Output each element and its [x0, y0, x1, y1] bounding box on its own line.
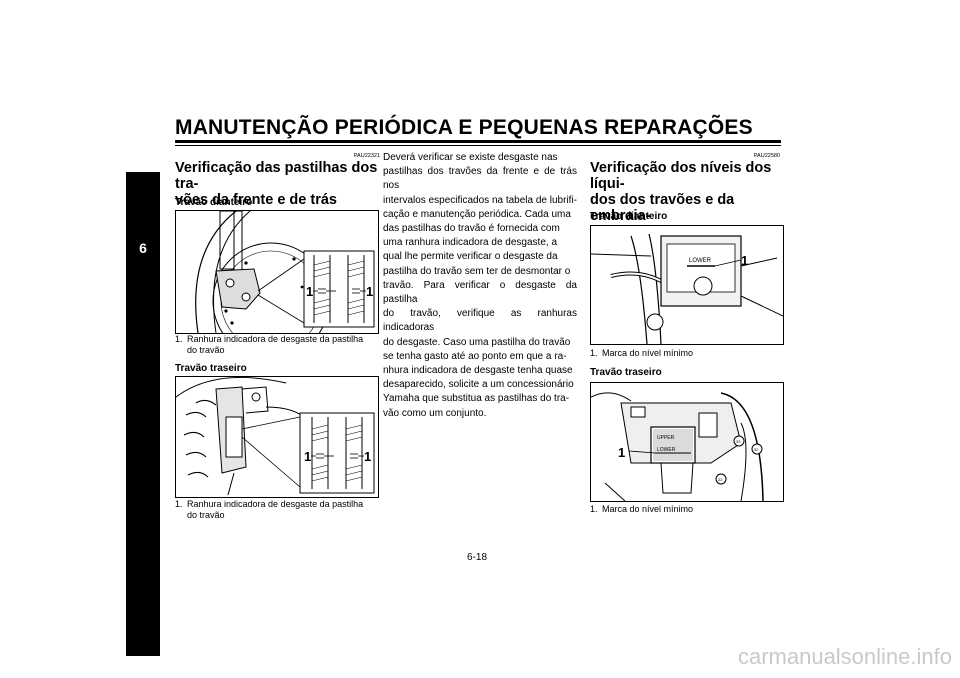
front-brake-illustration: 1 1: [195, 211, 375, 333]
header-rule: [175, 140, 781, 143]
body-line: do travão, verifique as ranhuras indicad…: [383, 308, 577, 334]
front-callout-1b: 1: [366, 284, 373, 299]
rear-brake-illustration: 1 1: [176, 377, 375, 496]
page-number: 6-18: [467, 552, 488, 563]
front-figure-caption: 1. Ranhura indicadora de desgaste da past…: [175, 334, 385, 356]
right-title-line1: Verificação dos níveis dos líqui-: [590, 160, 772, 192]
rear-reservoir-figure: UPPER LOWER 33 32 22 1: [590, 382, 784, 502]
rear-callout-1b: 1: [364, 449, 371, 464]
right-section-title: Verificação dos níveis dos líqui- dos do…: [590, 160, 785, 240]
body-line: vão como um conjunto.: [383, 407, 487, 419]
front-brake-pad-figure: 1 1: [175, 210, 379, 334]
front-reservoir-caption-number: 1.: [590, 348, 598, 358]
rear-caption-number: 1.: [175, 499, 183, 509]
body-line: das pastilhas do travão é fornecida com: [383, 223, 560, 235]
body-line: travão. Para verificar o desgaste da pas…: [383, 279, 577, 306]
brake-pad-body-text: Deverá verificar se existe desgaste nas …: [383, 151, 577, 421]
watermark: carmanualsonline.info: [737, 644, 952, 669]
section-code-right: PAU22580: [753, 153, 780, 159]
rear-lower-label: LOWER: [657, 447, 676, 453]
front-callout-1a: 1: [306, 284, 313, 299]
front-reservoir-caption-text: Marca do nível mínimo: [602, 348, 694, 358]
header-rule-thin: [175, 145, 781, 146]
left-title-line1: Verificação das pastilhas dos tra-: [175, 160, 378, 192]
rear-reservoir-caption-number: 1.: [590, 504, 598, 514]
rear-brake-heading: Travão traseiro: [175, 363, 247, 374]
page-header-title: MANUTENÇÃO PERIÓDICA E PEQUENAS REPARAÇÕ…: [175, 116, 753, 139]
front-reservoir-illustration: LOWER 1: [591, 233, 783, 344]
body-line: se tenha gasto até ao ponto em que a ra-: [383, 350, 567, 362]
part-label-32: 32: [754, 447, 759, 452]
rear-reservoir-callout: 1: [618, 445, 625, 460]
rear-reservoir-caption: 1. Marca do nível mínimo: [590, 504, 785, 515]
body-line: desaparecido, solicite a um concessionár…: [383, 379, 574, 391]
rear-callout-1a: 1: [304, 449, 311, 464]
part-label-22: 22: [718, 477, 723, 482]
rear-upper-label: UPPER: [657, 435, 675, 441]
chapter-number: 6: [139, 240, 147, 256]
front-reservoir-caption: 1. Marca do nível mínimo: [590, 348, 785, 359]
body-line: intervalos especificados na tabela de lu…: [383, 194, 577, 206]
right-title-line2: dos dos travões e da embraia-: [590, 192, 735, 224]
rear-caption-text-l2: do travão: [187, 510, 225, 520]
body-line: qual lhe permite verificar o desgaste da: [383, 251, 558, 263]
front-reservoir-heading: Travão dianteiro: [590, 211, 668, 222]
body-line: uma ranhura indicadora de desgaste, a: [383, 237, 558, 249]
front-caption-text-l2: do travão: [187, 345, 225, 355]
part-label-33: 33: [736, 439, 741, 444]
front-caption-number: 1.: [175, 334, 183, 344]
body-line: cação e manutenção periódica. Cada uma: [383, 208, 571, 220]
body-line: Yamaha que substitua as pastilhas do tra…: [383, 393, 570, 405]
body-line: nhura indicadora de desgaste tenha quase: [383, 365, 573, 377]
rear-reservoir-illustration: UPPER LOWER 33 32 22 1: [591, 392, 764, 501]
front-caption-text-l1: Ranhura indicadora de desgaste da pastil…: [187, 334, 364, 344]
front-reservoir-callout: 1: [741, 253, 748, 268]
body-line: Deverá verificar se existe desgaste nas: [383, 152, 558, 163]
rear-brake-pad-figure: 1 1: [175, 376, 379, 498]
front-reservoir-figure: LOWER 1: [590, 225, 784, 345]
rear-reservoir-caption-text: Marca do nível mínimo: [602, 504, 694, 514]
section-code-left: PAU22321: [353, 153, 380, 159]
front-lower-label: LOWER: [689, 258, 712, 264]
left-section-title: Verificação das pastilhas dos tra- vões …: [175, 160, 385, 208]
rear-figure-caption: 1. Ranhura indicadora de desgaste da past…: [175, 499, 385, 521]
rear-reservoir-heading: Travão traseiro: [590, 367, 662, 378]
body-line: pastilhas dos travões da frente e de trá…: [383, 166, 577, 192]
body-line: do desgaste. Caso uma pastilha do travão: [383, 336, 571, 348]
chapter-tab: [126, 172, 160, 656]
left-title-line2: vões da frente e de trás: [175, 192, 337, 208]
rear-caption-text-l1: Ranhura indicadora de desgaste da pastil…: [187, 499, 364, 509]
front-brake-heading: Travão dianteiro: [175, 197, 253, 208]
body-line: pastilha do travão sem ter de desmontar …: [383, 265, 571, 277]
